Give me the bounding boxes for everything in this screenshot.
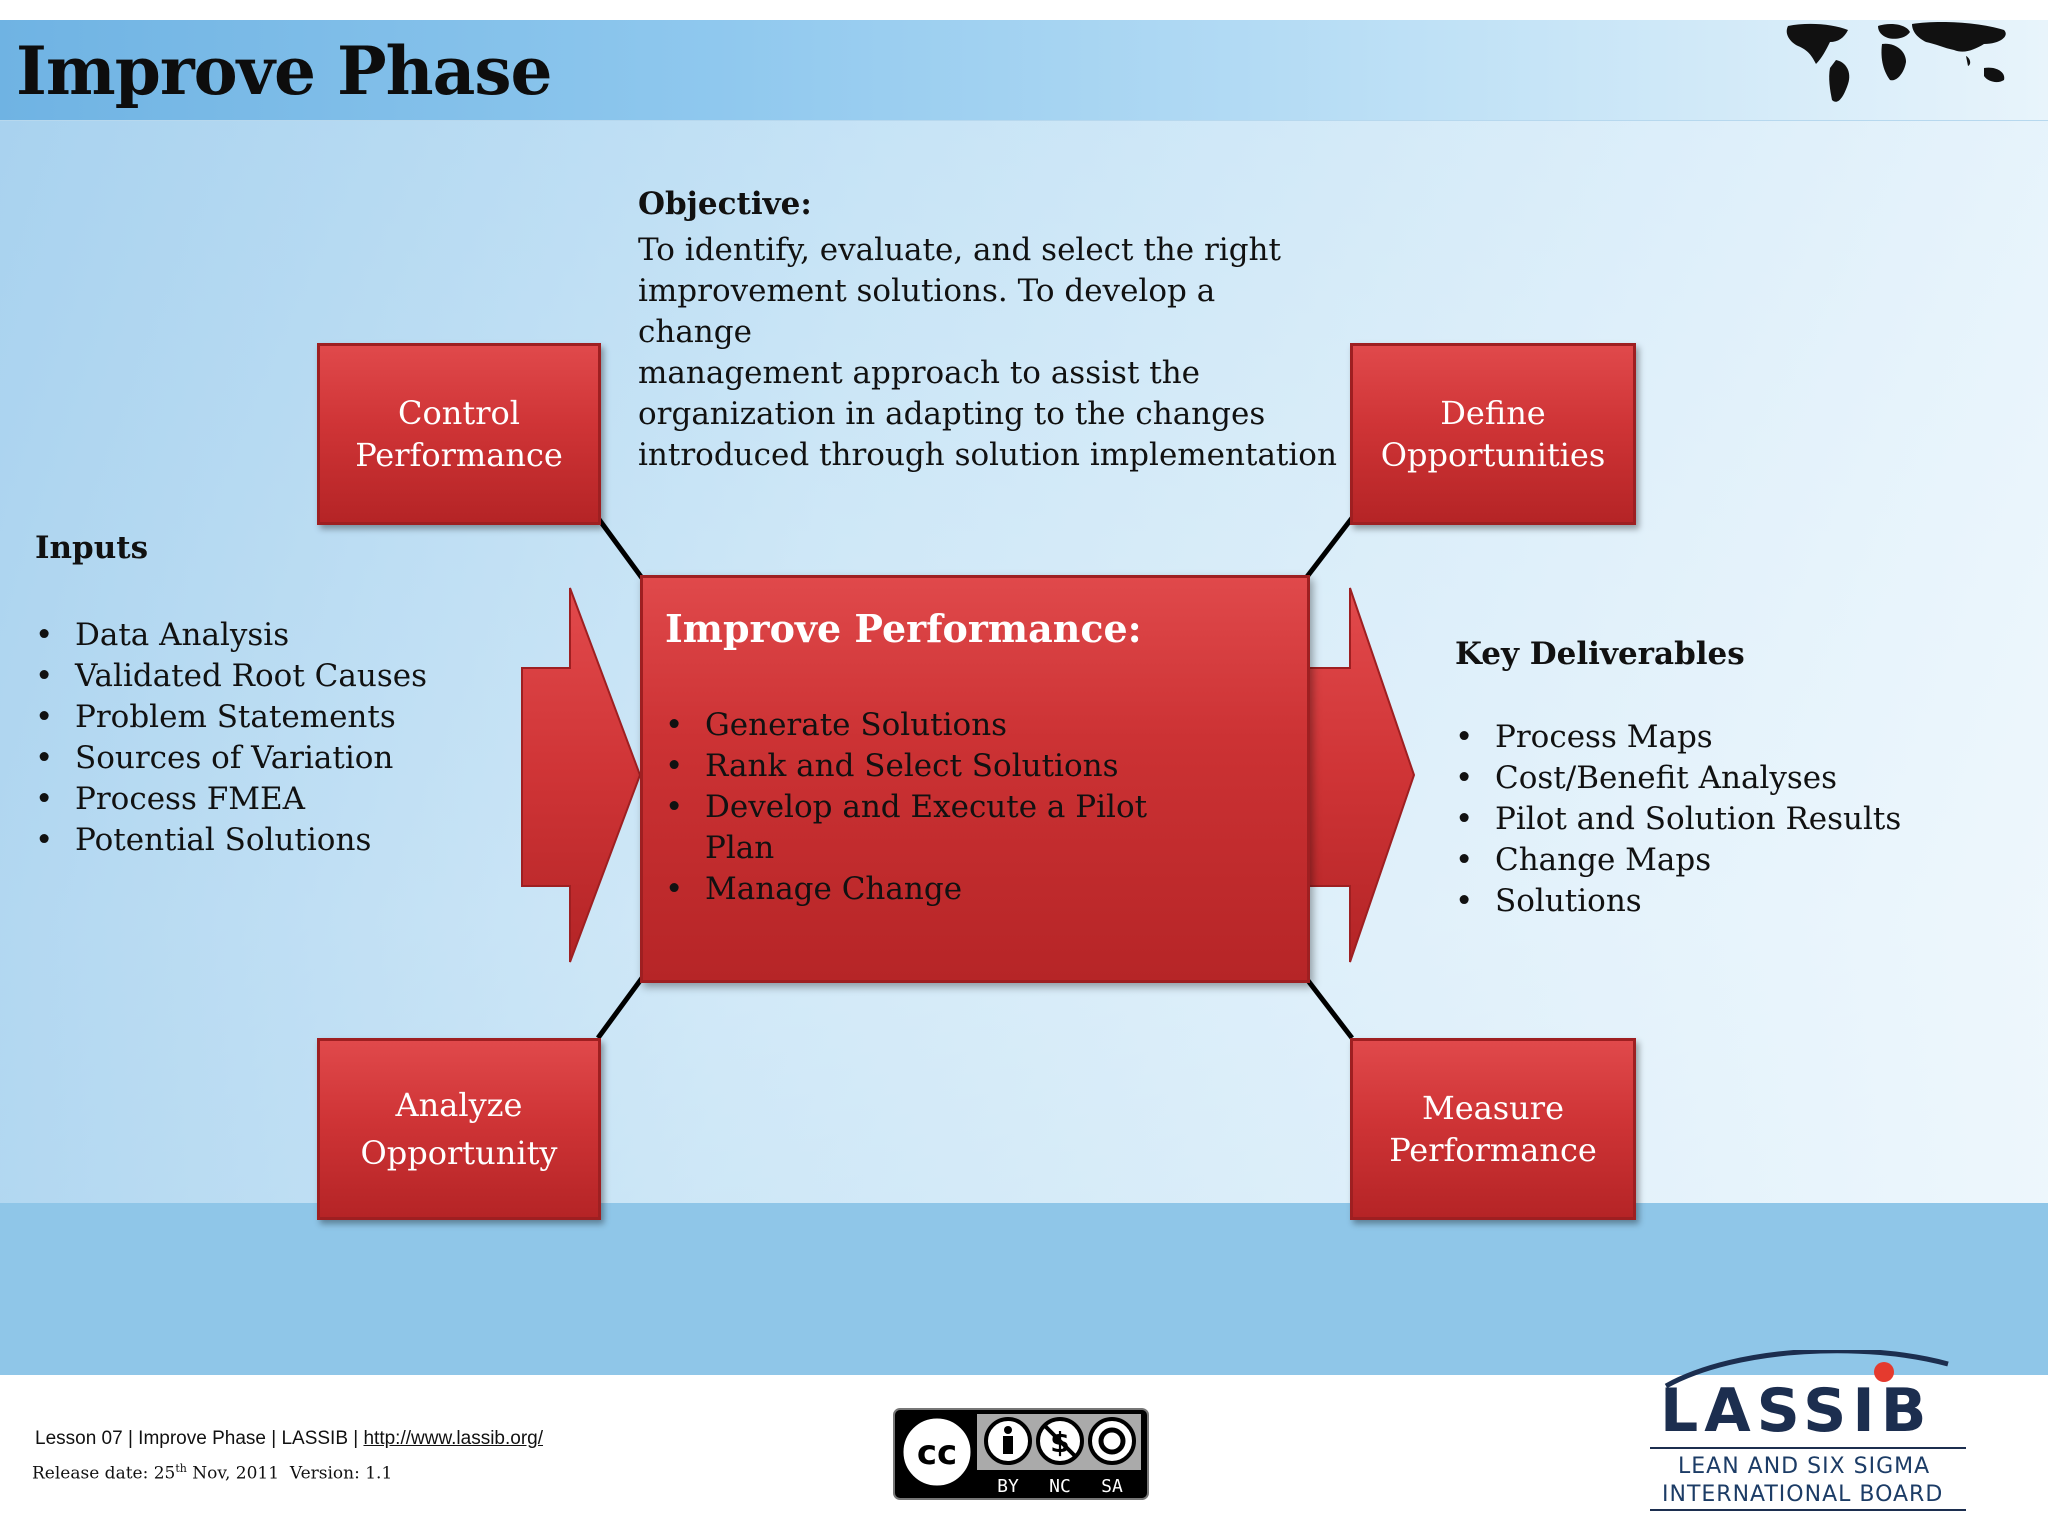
deliverables-heading: Key Deliverables — [1455, 636, 1745, 672]
box-label: Opportunity — [360, 1134, 558, 1172]
list-item: Change Maps — [1455, 840, 1901, 881]
box-label: Analyze — [395, 1086, 523, 1124]
objective-text: To identify, evaluate, and select the ri… — [638, 230, 1338, 476]
release-suffix: Nov, 2011 Version: 1.1 — [186, 1463, 393, 1484]
cc-label-nc: NC — [1049, 1476, 1071, 1497]
list-item: Develop and Execute a Pilot Plan — [665, 787, 1225, 869]
objective-heading: Objective: — [638, 186, 812, 222]
box-label: Measure — [1421, 1089, 1565, 1127]
objective-line: introduced through solution implementati… — [638, 437, 1337, 473]
top-strip — [0, 0, 2048, 20]
center-title: Improve Performance: — [665, 606, 1142, 651]
slide-title: Improve Phase — [16, 32, 552, 110]
box-label: Control — [397, 394, 520, 432]
creative-commons-icon[interactable]: cc $ BY NC SA — [893, 1408, 1149, 1500]
cc-mark: cc — [917, 1433, 957, 1473]
inputs-list: Data Analysis Validated Root Causes Prob… — [35, 615, 427, 861]
objective-line: To identify, evaluate, and select the ri… — [638, 232, 1281, 268]
objective-line: improvement solutions. To develop a chan… — [638, 273, 1216, 350]
lassib-subtitle-1: LEAN AND SIX SIGMA — [1678, 1454, 1931, 1479]
footer-lesson: Lesson 07 | Improve Phase | LASSIB | htt… — [35, 1428, 543, 1450]
list-item: Solutions — [1455, 881, 1901, 922]
list-item: Manage Change — [665, 869, 1225, 910]
cc-label-sa: SA — [1101, 1476, 1123, 1497]
release-prefix: Release date: 25 — [32, 1463, 176, 1484]
list-item: Process FMEA — [35, 779, 427, 820]
release-sup: th — [175, 1462, 187, 1475]
lassib-name: LASSIB — [1660, 1376, 1933, 1446]
list-item: Cost/Benefit Analyses — [1455, 758, 1901, 799]
box-label: Performance — [1389, 1131, 1597, 1169]
world-map-icon — [1786, 22, 2006, 102]
lassib-logo — [1650, 1350, 1966, 1511]
list-item: Problem Statements — [35, 697, 427, 738]
objective-line: organization in adapting to the changes — [638, 396, 1266, 432]
list-item: Pilot and Solution Results — [1455, 799, 1901, 840]
list-item: Potential Solutions — [35, 820, 427, 861]
cc-label-by: BY — [997, 1476, 1019, 1497]
footer-release: Release date: 25th Nov, 2011 Version: 1.… — [32, 1462, 392, 1484]
lassib-subtitle-2: INTERNATIONAL BOARD — [1662, 1482, 1944, 1507]
list-item: Process Maps — [1455, 717, 1901, 758]
list-item: Sources of Variation — [35, 738, 427, 779]
objective-line: management approach to assist the — [638, 355, 1201, 391]
improve-performance-box: Improve Performance: Generate Solutions … — [640, 575, 1310, 983]
footer-lesson-text: Lesson 07 | Improve Phase | LASSIB | — [35, 1428, 364, 1449]
center-list: Generate Solutions Rank and Select Solut… — [665, 705, 1225, 910]
inputs-heading: Inputs — [35, 530, 149, 566]
list-item: Rank and Select Solutions — [665, 746, 1225, 787]
list-item: Validated Root Causes — [35, 656, 427, 697]
deliverables-list: Process Maps Cost/Benefit Analyses Pilot… — [1455, 717, 1901, 922]
title-bar: Improve Phase — [0, 20, 2048, 121]
box-label: Opportunities — [1380, 436, 1606, 474]
list-item: Generate Solutions — [665, 705, 1225, 746]
box-label: Define — [1440, 394, 1546, 432]
footer-link[interactable]: http://www.lassib.org/ — [363, 1428, 544, 1449]
list-item: Data Analysis — [35, 615, 427, 656]
box-label: Performance — [355, 436, 563, 474]
